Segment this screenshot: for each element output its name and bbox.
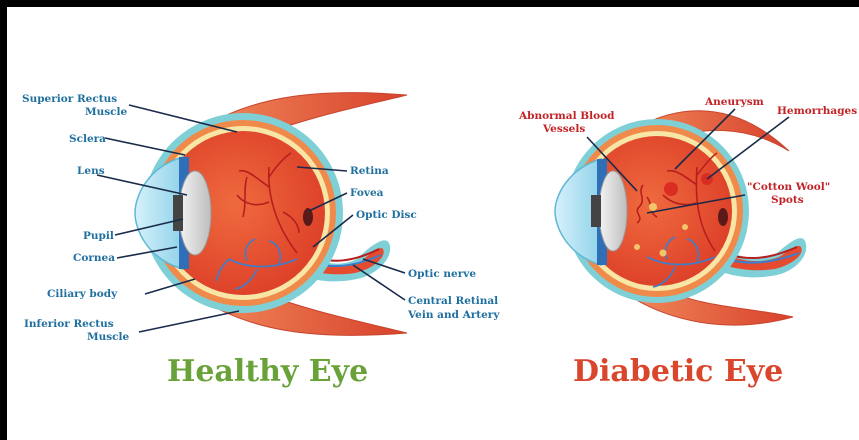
label-cornea: Cornea xyxy=(73,252,115,264)
cotton-wool-spot-2 xyxy=(660,250,667,257)
pupil xyxy=(173,195,183,231)
diagram-canvas: Superior Rectus Muscle Sclera Lens Pupil… xyxy=(7,7,859,440)
label-cotton-1: "Cotton Wool" xyxy=(747,181,830,193)
diabetic-fovea-spot xyxy=(718,208,728,226)
hemorrhage-spot-1 xyxy=(664,182,678,196)
cotton-wool-spot-4 xyxy=(682,224,688,230)
eye-diagram-svg: Superior Rectus Muscle Sclera Lens Pupil… xyxy=(7,7,859,440)
label-abnormal-1: Abnormal Blood xyxy=(518,110,615,122)
label-superior-rectus-2: Muscle xyxy=(85,106,128,118)
label-inferior-rectus-2: Muscle xyxy=(87,331,130,343)
cotton-wool-spot-3 xyxy=(634,244,640,250)
diabetic-lens xyxy=(599,171,627,251)
label-lens: Lens xyxy=(77,165,105,177)
label-aneurysm: Aneurysm xyxy=(704,96,764,108)
label-superior-rectus-1: Superior Rectus xyxy=(22,93,117,105)
label-retina: Retina xyxy=(350,165,389,177)
diabetic-eye-title: Diabetic Eye xyxy=(573,354,783,389)
label-central-retinal-1: Central Retinal xyxy=(408,295,498,307)
label-central-retinal-2: Vein and Artery xyxy=(407,309,500,321)
label-optic-nerve: Optic nerve xyxy=(408,268,476,280)
label-pupil: Pupil xyxy=(83,230,114,242)
label-fovea: Fovea xyxy=(350,187,384,199)
healthy-eye-title: Healthy Eye xyxy=(167,354,368,389)
label-optic-disc: Optic Disc xyxy=(356,209,417,221)
label-sclera: Sclera xyxy=(69,133,106,145)
lens xyxy=(179,171,211,255)
label-hemorrhages: Hemorrhages xyxy=(777,105,857,117)
label-cotton-2: Spots xyxy=(771,194,804,206)
diabetic-pupil xyxy=(591,195,601,227)
cotton-wool-spot-1 xyxy=(649,203,657,211)
label-inferior-rectus-1: Inferior Rectus xyxy=(24,318,114,330)
label-abnormal-2: Vessels xyxy=(542,123,585,135)
label-ciliary-body: Ciliary body xyxy=(47,288,118,300)
